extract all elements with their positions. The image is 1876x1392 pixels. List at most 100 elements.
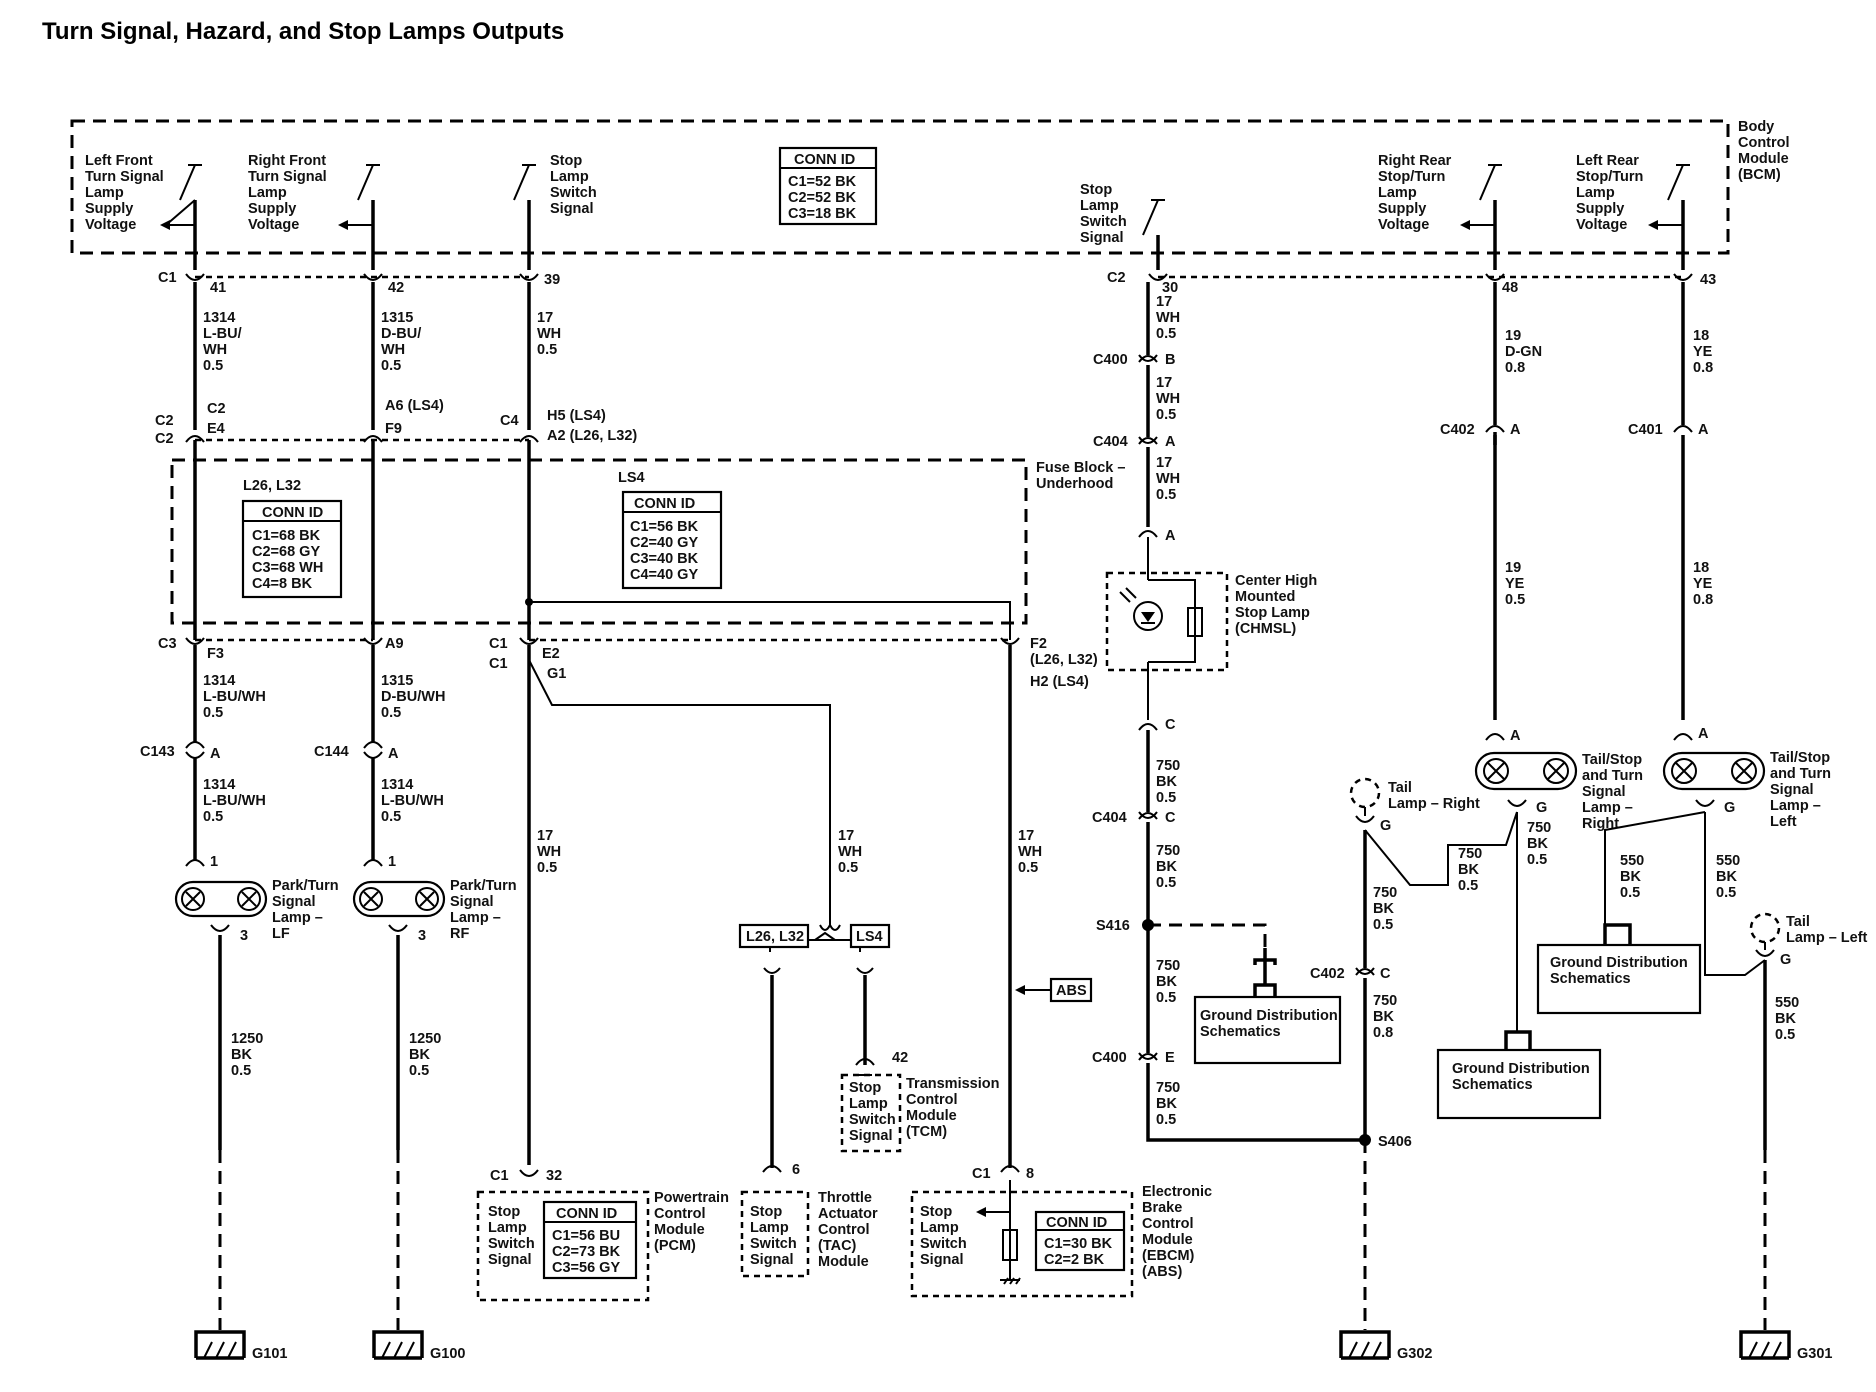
svg-text:C402: C402	[1440, 422, 1475, 438]
svg-text:3: 3	[418, 928, 426, 944]
svg-text:H2 (LS4): H2 (LS4)	[1030, 674, 1089, 690]
fuse-bottom-pins: C3 F3 A9 C1 C1 E2 G1 F2 (L26, L32) H2 (L…	[158, 636, 1098, 690]
fuse-internal-wires	[193, 440, 531, 640]
svg-text:39: 39	[544, 272, 560, 288]
svg-text:8: 8	[1026, 1166, 1034, 1182]
svg-text:(L26, L32): (L26, L32)	[1030, 652, 1098, 668]
svg-text:C1: C1	[489, 656, 508, 672]
svg-text:F2: F2	[1030, 636, 1047, 652]
svg-text:C2=2 BK: C2=2 BK	[1044, 1252, 1105, 1268]
svg-text:C400: C400	[1093, 352, 1128, 368]
svg-text:C2: C2	[155, 413, 174, 429]
svg-text:B: B	[1165, 352, 1175, 368]
fuse-top-pins: C2 C2 C2 E4 A6 (LS4) F9 C4 H5 (LS4) A2 (…	[155, 398, 637, 447]
svg-text:G: G	[1536, 800, 1547, 816]
svg-text:42: 42	[388, 280, 404, 296]
svg-text:32: 32	[546, 1168, 562, 1184]
svg-text:41: 41	[210, 280, 226, 296]
svg-text:A6 (LS4): A6 (LS4)	[385, 398, 444, 414]
svg-text:C1: C1	[489, 636, 508, 652]
svg-text:LS4: LS4	[618, 470, 645, 486]
bcm-conn-id: CONN ID C1=52 BK C2=52 BK C3=18 BK	[778, 146, 878, 226]
svg-text:G: G	[1380, 818, 1391, 834]
svg-text:L26, L32: L26, L32	[243, 478, 301, 494]
svg-text:G301: G301	[1797, 1346, 1832, 1362]
svg-text:A: A	[1165, 434, 1176, 450]
svg-text:A: A	[1165, 528, 1176, 544]
svg-text:3: 3	[240, 928, 248, 944]
svg-text:C1: C1	[972, 1166, 991, 1182]
svg-text:1: 1	[388, 854, 396, 870]
svg-text:F9: F9	[385, 421, 402, 437]
svg-text:C3=40 BK: C3=40 BK	[630, 551, 699, 567]
svg-text:C1: C1	[158, 270, 177, 286]
svg-text:A: A	[1698, 726, 1709, 742]
svg-text:C1: C1	[490, 1168, 509, 1184]
svg-text:C1=30 BK: C1=30 BK	[1044, 1236, 1113, 1252]
svg-text:C1=52 BK: C1=52 BK	[788, 174, 857, 190]
fuse-block-name: Fuse Block –Underhood	[1036, 460, 1125, 492]
svg-text:C3=68 WH: C3=68 WH	[252, 560, 323, 576]
svg-text:F3: F3	[207, 646, 224, 662]
svg-text:A: A	[1510, 728, 1521, 744]
svg-text:6: 6	[792, 1162, 800, 1178]
svg-text:1: 1	[210, 854, 218, 870]
svg-text:43: 43	[1700, 272, 1716, 288]
svg-text:A: A	[210, 746, 221, 762]
svg-text:A: A	[1698, 422, 1709, 438]
svg-text:C1=56 BU: C1=56 BU	[552, 1228, 620, 1244]
svg-text:30: 30	[1162, 280, 1178, 296]
svg-text:C3: C3	[158, 636, 177, 652]
fuse-internal-bus	[529, 601, 1011, 640]
svg-text:A2 (L26, L32): A2 (L26, L32)	[547, 428, 637, 444]
svg-text:C2: C2	[155, 431, 174, 447]
svg-text:C1=68 BK: C1=68 BK	[252, 528, 321, 544]
svg-text:CONN ID: CONN ID	[634, 496, 695, 512]
svg-text:CONN ID: CONN ID	[556, 1206, 617, 1222]
svg-text:C: C	[1165, 717, 1176, 733]
svg-text:S406: S406	[1378, 1134, 1412, 1150]
svg-text:C400: C400	[1092, 1050, 1127, 1066]
svg-text:G100: G100	[430, 1346, 465, 1362]
